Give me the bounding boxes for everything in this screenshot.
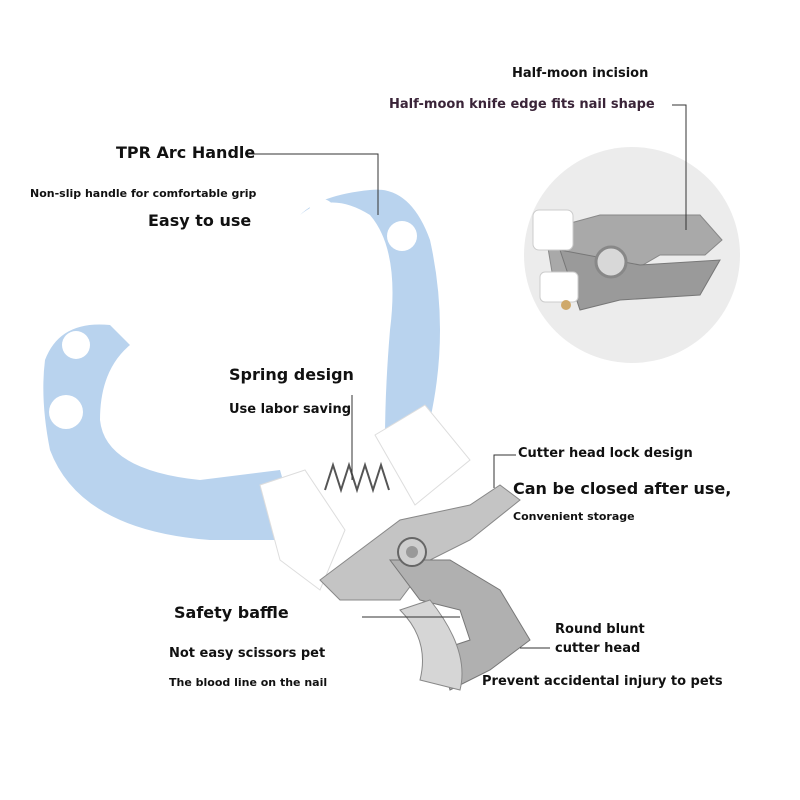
spring-desc: Use labor saving [229,402,352,417]
round-title: Round blunt [555,622,645,637]
half-moon-desc: Half-moon knife edge fits nail shape [389,97,655,112]
baffle-desc2: The blood line on the nail [169,676,328,689]
round-desc: Prevent accidental injury to pets [482,674,723,689]
closeup-inset [524,147,740,363]
leader-lines [245,104,687,649]
lock-desc2: Convenient storage [513,510,635,523]
lock-title: Cutter head lock design [518,446,693,461]
round-title2: cutter head [555,641,641,656]
spring [324,461,390,494]
arc-handle [43,189,471,591]
handle-desc: Non-slip handle for comfortable grip [30,187,257,200]
baffle-title: Safety baffle [174,603,289,622]
handle-desc2: Easy to use [148,211,252,230]
handle-title: TPR Arc Handle [116,143,256,162]
lock-desc: Can be closed after use, [513,479,732,498]
baffle-desc: Not easy scissors pet [169,646,326,661]
half-moon-title: Half-moon incision [512,66,649,81]
spring-title: Spring design [229,365,354,384]
steel-blades [319,484,531,691]
